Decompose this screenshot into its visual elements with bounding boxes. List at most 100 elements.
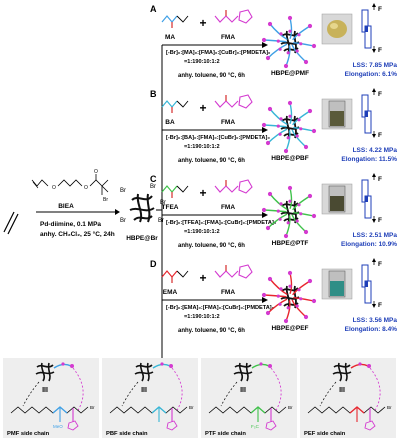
- force-label: F: [378, 176, 382, 183]
- svg-text:O: O: [52, 185, 56, 191]
- fma-structure: [214, 179, 253, 194]
- end-group-label: Br: [387, 405, 392, 410]
- monomer-1-label: TFEA: [162, 204, 179, 211]
- solvent-condition: anhy. toluene, 90 °C, 6h: [178, 158, 245, 164]
- side-chain-label: PMF side chain: [7, 431, 50, 437]
- ratio-values: =1:190:10:1:2: [184, 144, 220, 150]
- monomer-1-structure: [161, 100, 189, 113]
- lss-value: LSS: 4.22 MPa: [353, 147, 398, 154]
- force-label: F: [378, 302, 382, 309]
- lap-joint-schematic: FF: [361, 173, 382, 224]
- fma-structure: [214, 264, 253, 279]
- monomer-2-label: FMA: [221, 34, 235, 41]
- svg-text:Br: Br: [150, 184, 156, 190]
- svg-text:Br: Br: [120, 188, 126, 194]
- hbpe-br-label: HBPE@Br: [126, 235, 158, 242]
- fma-structure: [214, 94, 253, 109]
- substituent-label: F₃C: [251, 424, 260, 429]
- branch-bracket: [156, 45, 163, 376]
- monomer-2-label: FMA: [221, 289, 235, 296]
- elongation-value: Elongation: 6.1%: [345, 71, 398, 78]
- monomer-1-structure: [161, 270, 189, 283]
- lap-joint-schematic: FF: [361, 3, 382, 54]
- side-chain-label: PTF side chain: [205, 431, 246, 437]
- route-d: D EMA + FMA [-Br]₀:[EMA]₀:[FMA]₀:[CuBr]₀:[PM…: [150, 258, 397, 334]
- start-condition-1: Pd-diimine, 0.1 MPa: [40, 221, 101, 228]
- lss-value: LSS: 2.51 MPa: [353, 232, 398, 239]
- svg-text:Br: Br: [103, 197, 108, 203]
- end-group-label: Br: [90, 405, 95, 410]
- svg-text:Br: Br: [158, 218, 164, 224]
- monomer-1-structure: [161, 185, 189, 198]
- monomer-1-structure: [161, 15, 189, 28]
- lss-value: LSS: 7.85 MPa: [353, 62, 398, 69]
- lap-joint-schematic: FF: [361, 258, 382, 309]
- monomer-1-label: EMA: [163, 289, 178, 296]
- monomer-1-label: BA: [165, 119, 175, 126]
- ratio-line: [-Br]₀:[MA]₀:[FMA]₀:[CuBr]₀:[PMDETA]₀: [166, 50, 271, 56]
- product-label: HBPE@PBF: [271, 155, 308, 162]
- solvent-condition: anhy. toluene, 90 °C, 6h: [178, 243, 245, 249]
- product-label: HBPE@PTF: [272, 240, 309, 247]
- ratio-line: [-Br]₀:[EMA]₀:[FMA]₀:[CuBr]₀:[PMDETA]₀: [166, 305, 275, 311]
- equivalence-marker: III: [240, 387, 246, 394]
- sample-photo: [321, 13, 353, 45]
- equivalence-marker: III: [339, 387, 345, 394]
- start-condition-2: anhy. CH₂Cl₂, 25 °C, 24h: [40, 230, 115, 238]
- route-a: AMA+FMA[-Br]₀:[MA]₀:[FMA]₀:[CuBr]₀:[PMDE…: [150, 3, 397, 79]
- fma-structure: [214, 9, 253, 24]
- product-structure: [261, 270, 317, 324]
- route-letter: A: [150, 4, 157, 14]
- plus-sign: +: [199, 101, 206, 115]
- biea-structure: O O O Br: [31, 169, 108, 203]
- plus-sign: +: [199, 271, 206, 285]
- sample-photo: [321, 268, 353, 300]
- product-structure: [261, 185, 317, 239]
- equivalence-marker: III: [42, 387, 48, 394]
- substituent-label: MeO: [53, 424, 63, 429]
- route-letter: B: [150, 89, 157, 99]
- force-label: F: [378, 91, 382, 98]
- svg-text:O: O: [84, 185, 88, 191]
- plus-sign: +: [199, 186, 206, 200]
- sample-photo: [321, 98, 353, 130]
- monomer-2-label: FMA: [221, 119, 235, 126]
- elongation-value: Elongation: 10.9%: [341, 241, 397, 248]
- elongation-value: Elongation: 11.5%: [341, 156, 397, 163]
- solvent-condition: anhy. toluene, 90 °C, 6h: [178, 328, 245, 334]
- force-label: F: [378, 132, 382, 139]
- end-group-label: Br: [189, 405, 194, 410]
- ratio-line: [-Br]₀:[BA]₀:[FMA]₀:[CuBr]₀:[PMDETA]₀: [166, 135, 270, 141]
- product-structure: [261, 15, 317, 69]
- biea-label: BIEA: [58, 203, 74, 210]
- plus-sign: +: [199, 16, 206, 30]
- lss-value: LSS: 3.56 MPa: [353, 317, 398, 324]
- route-letter: D: [150, 259, 157, 269]
- end-group-label: Br: [288, 405, 293, 410]
- route-b: B BA + FMA [-Br]₀:[BA]₀:[FMA]₀:[CuBr]₀:[PMDE…: [150, 88, 397, 164]
- ethylene-monomer: [3, 211, 19, 235]
- side-chain-label: PBF side chain: [106, 431, 148, 437]
- solvent-condition: anhy. toluene, 90 °C, 6h: [178, 73, 245, 79]
- ratio-values: =1:190:10:1:2: [184, 314, 220, 320]
- force-label: F: [378, 47, 382, 54]
- ratio-values: =1:190:10:1:2: [184, 229, 220, 235]
- product-label: HBPE@PEF: [271, 325, 308, 332]
- product-structure: [261, 100, 317, 154]
- equivalence-marker: III: [141, 387, 147, 394]
- elongation-value: Elongation: 8.4%: [345, 326, 398, 333]
- route-letter: C: [150, 174, 157, 184]
- product-label: HBPE@PMF: [271, 70, 309, 77]
- force-label: F: [378, 6, 382, 13]
- monomer-2-label: FMA: [221, 204, 235, 211]
- lap-joint-schematic: FF: [361, 88, 382, 139]
- svg-text:O: O: [94, 169, 98, 175]
- ratio-values: =1:190:10:1:2: [184, 59, 220, 65]
- hbpe-br-structure: Br Br Br Br Br: [120, 184, 166, 224]
- svg-text:Br: Br: [160, 200, 166, 206]
